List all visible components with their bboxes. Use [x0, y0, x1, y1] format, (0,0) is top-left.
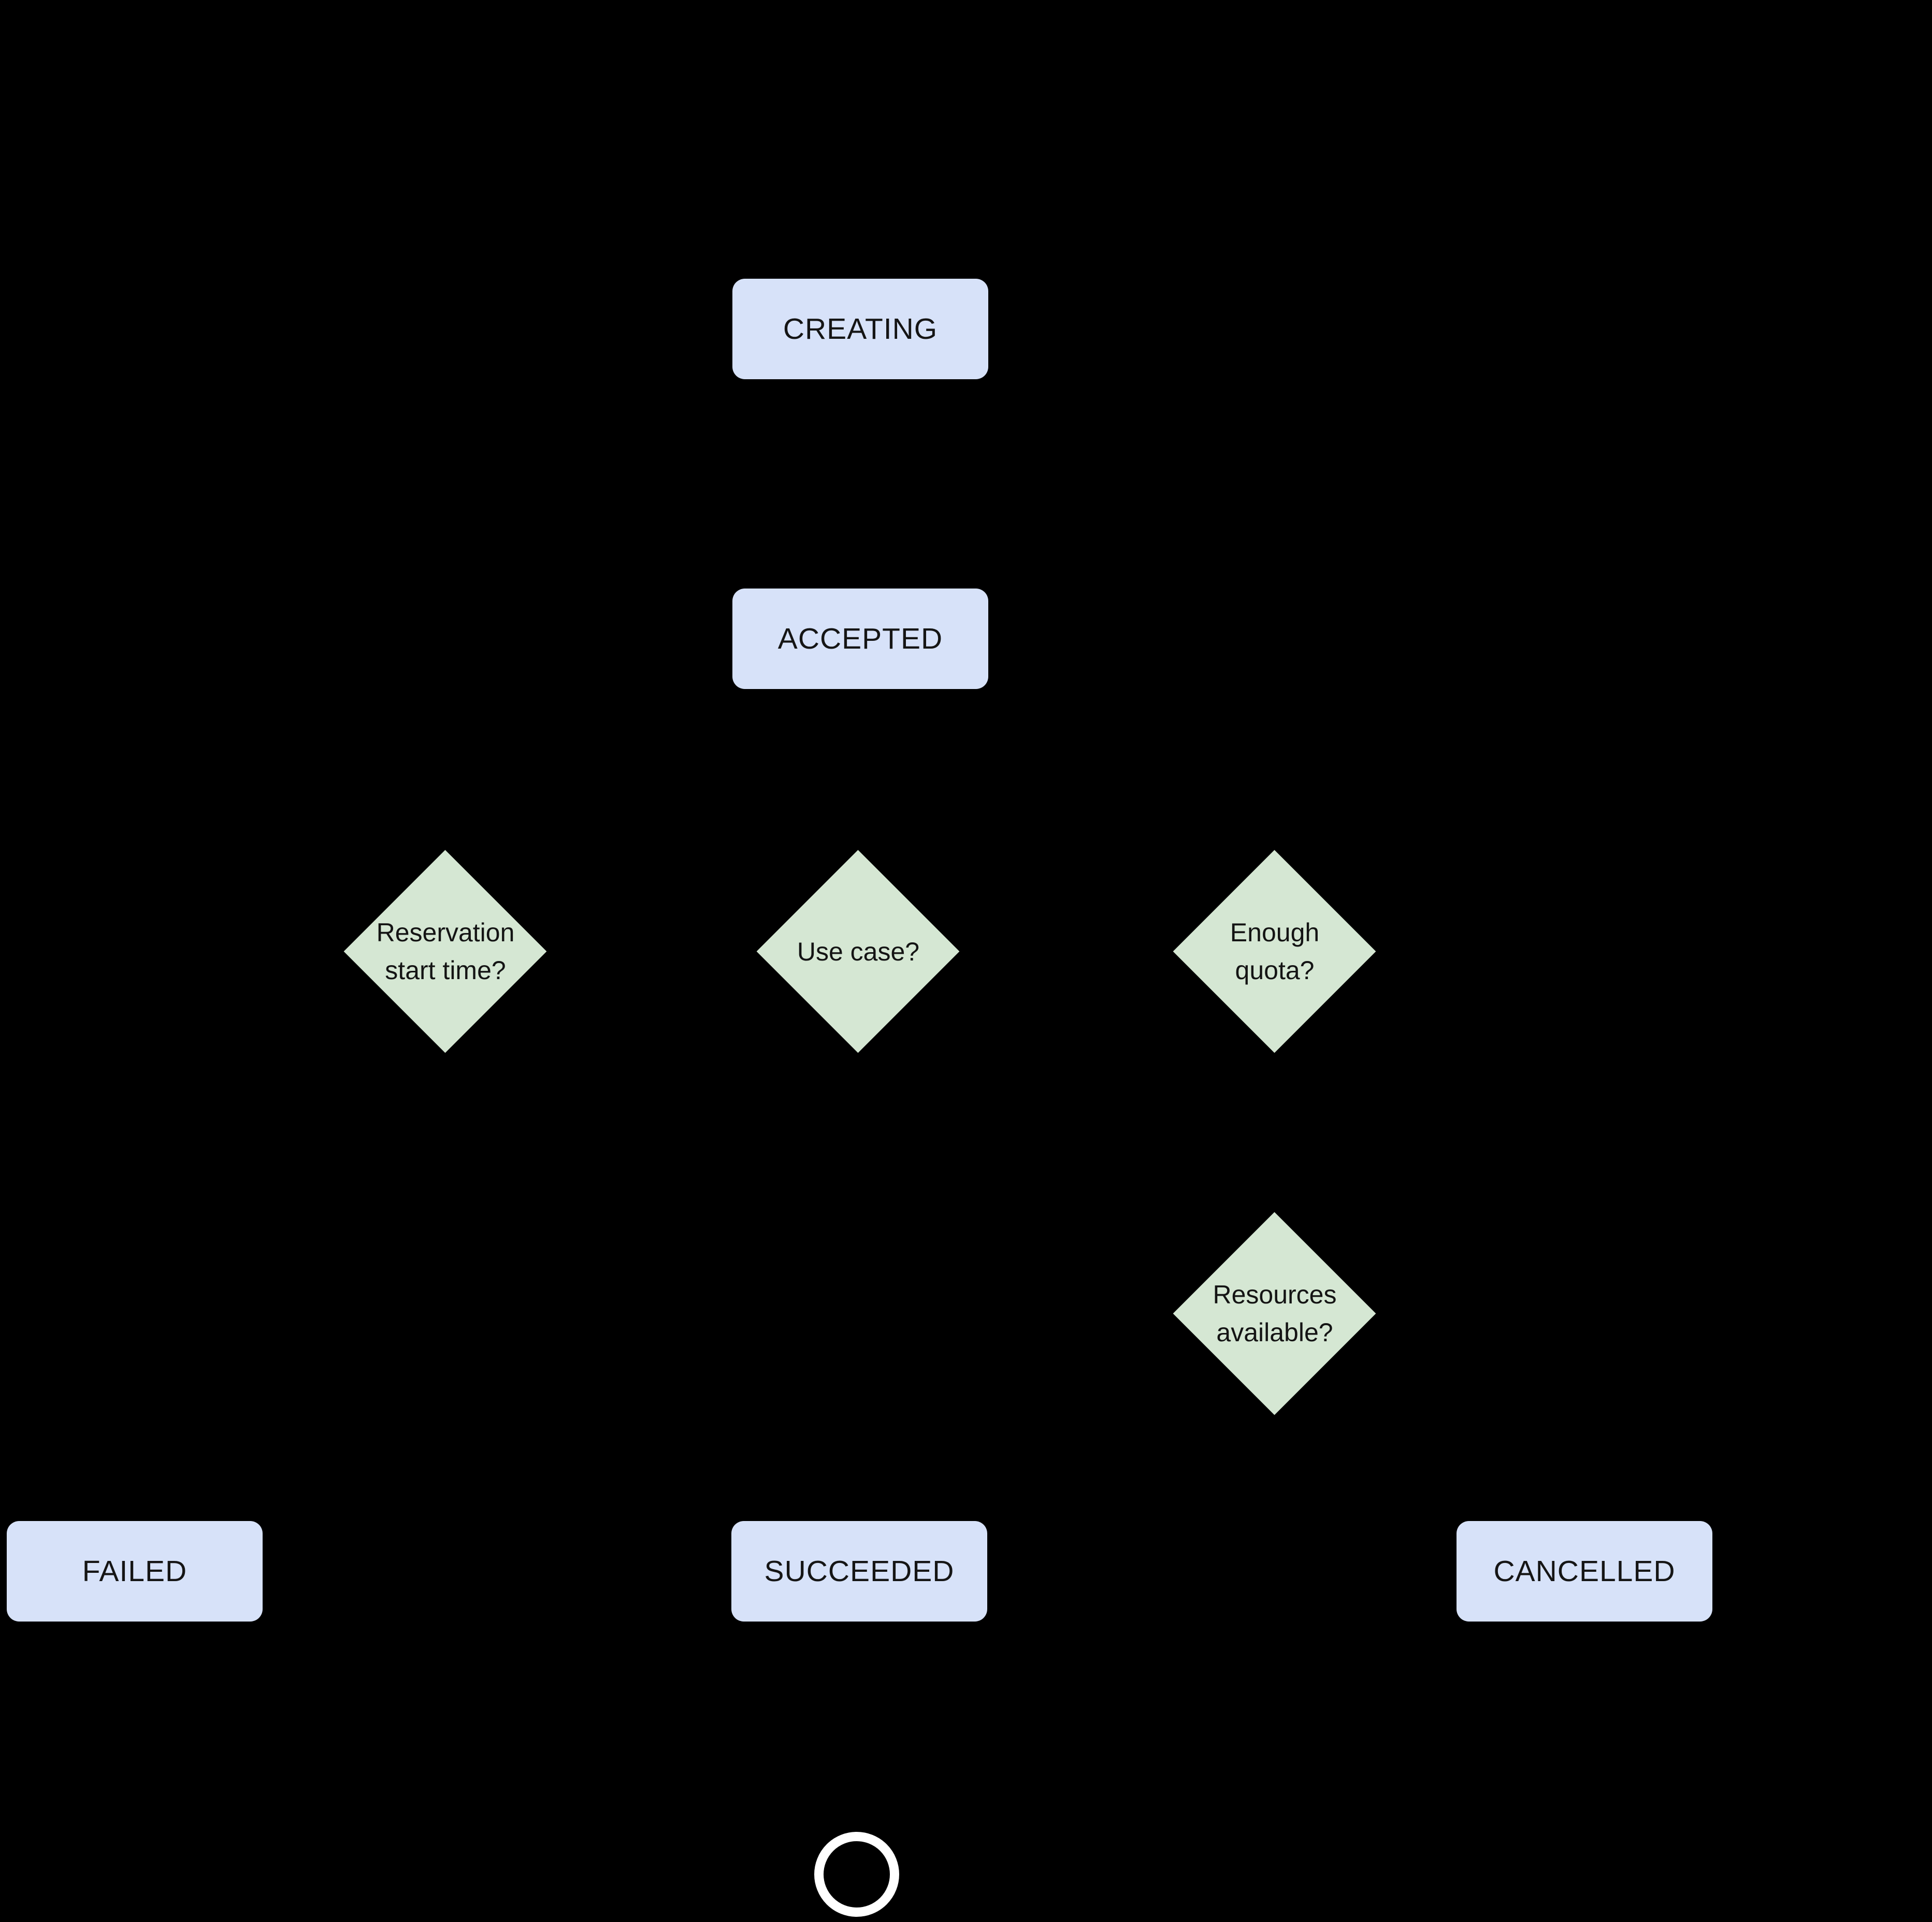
decision-label-line2: available?	[1216, 1318, 1333, 1347]
final-state-circle-icon	[814, 1832, 899, 1917]
decision-label-line1: Enough	[1230, 918, 1320, 947]
decision-label-line2: quota?	[1235, 956, 1315, 985]
decision-label-line1: Use case?	[797, 937, 920, 966]
state-cancelled-label: CANCELLED	[1493, 1555, 1676, 1588]
decision-use-case: Use case?	[756, 850, 960, 1053]
state-creating-label: CREATING	[783, 312, 938, 346]
decision-enough-quota: Enough quota?	[1173, 850, 1376, 1053]
decision-resources-available-label: Resources available?	[1142, 1212, 1407, 1415]
state-succeeded-label: SUCCEEDED	[764, 1555, 955, 1588]
decision-label-line1: Resources	[1213, 1280, 1337, 1309]
state-failed: FAILED	[7, 1521, 263, 1622]
state-accepted-label: ACCEPTED	[777, 622, 943, 655]
state-cancelled: CANCELLED	[1457, 1521, 1712, 1622]
state-accepted: ACCEPTED	[732, 589, 988, 689]
decision-label-line2: start time?	[385, 956, 506, 985]
decision-label-line1: Reservation	[376, 918, 515, 947]
state-succeeded: SUCCEEDED	[731, 1521, 987, 1622]
decision-resources-available: Resources available?	[1173, 1212, 1376, 1415]
decision-enough-quota-label: Enough quota?	[1142, 850, 1407, 1053]
decision-reservation-start-time-label: Reservation start time?	[313, 850, 578, 1053]
state-creating: CREATING	[732, 279, 988, 379]
decision-use-case-label: Use case?	[726, 850, 991, 1053]
state-failed-label: FAILED	[82, 1555, 188, 1588]
decision-reservation-start-time: Reservation start time?	[343, 850, 547, 1053]
